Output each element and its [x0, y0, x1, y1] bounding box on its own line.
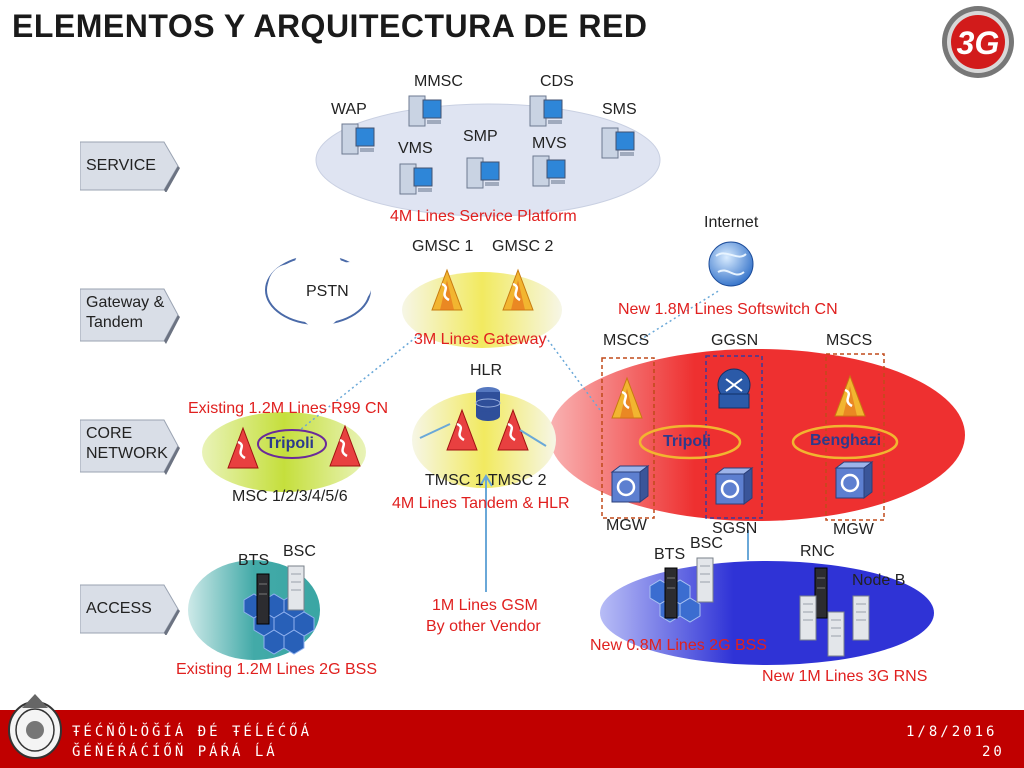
- bsc-right-label: BSC: [690, 535, 723, 552]
- new-bss-caption: New 0.8M Lines 2G BSS: [590, 637, 767, 654]
- bsc-left-label: BSC: [283, 543, 316, 560]
- existing-r99-caption: Existing 1.2M Lines R99 CN: [188, 400, 389, 417]
- benghazi-label: Benghazi: [810, 432, 882, 449]
- existing-bss-caption: Existing 1.2M Lines 2G BSS: [176, 661, 377, 678]
- mgw-left-label: MGW: [606, 517, 647, 534]
- service-layer-label: SERVICE: [80, 140, 180, 192]
- mvs-label: MVS: [532, 135, 567, 152]
- msc-list-label: MSC 1/2/3/4/5/6: [232, 488, 348, 505]
- nodeb-label: Node B: [852, 572, 906, 589]
- new-rns-caption: New 1M Lines 3G RNS: [762, 668, 928, 685]
- footer-bar: [0, 710, 1024, 768]
- wap-label: WAP: [331, 101, 367, 118]
- pstn-label: PSTN: [306, 283, 349, 300]
- access-layer-label: ACCESS: [80, 583, 180, 635]
- tripoli-right-label: Tripoli: [663, 433, 711, 450]
- ggsn-label: GGSN: [711, 332, 759, 349]
- sgsn-label: SGSN: [712, 520, 758, 537]
- gsm-vendor-line2: By other Vendor: [426, 618, 541, 635]
- university-seal-icon: [8, 694, 62, 759]
- footer-date: 1/8/2016: [906, 724, 998, 740]
- bts-left-label: BTS: [238, 552, 270, 569]
- sms-label: SMS: [602, 101, 637, 118]
- gateway-layer-label: Gateway & Tandem: [80, 287, 180, 344]
- footer-line-2: ĞÉŇÉŔÁĆÍŐŇ ΡÁŔÁ ĹÁ: [72, 744, 278, 760]
- hlr-label: HLR: [470, 362, 503, 379]
- mscs-left-label: MSCS: [603, 332, 650, 349]
- footer-line-1: ŦÉĆŇŎĿŎĞÍÁ ĐÉ ŦÉĹÉĆŐÁ: [72, 724, 313, 740]
- mgw-right-label: MGW: [833, 521, 874, 538]
- mscs-right-label: MSCS: [826, 332, 873, 349]
- gateway-caption: 3M Lines Gateway: [414, 331, 547, 348]
- rnc-label: RNC: [800, 543, 835, 560]
- tandem-caption: 4M Lines Tandem & HLR: [392, 495, 570, 512]
- gsm-vendor-line1: 1M Lines GSM: [432, 597, 538, 614]
- gmsc2-label: GMSC 2: [492, 238, 554, 255]
- gmsc1-label: GMSC 1: [412, 238, 474, 255]
- tmsc-label: TMSC 1 TMSC 2: [425, 472, 547, 489]
- cds-label: CDS: [540, 73, 574, 90]
- page-number: 20: [982, 744, 1005, 760]
- softswitch-caption: New 1.8M Lines Softswitch CN: [618, 301, 838, 318]
- 3g-logo: 3G: [942, 6, 1014, 78]
- vms-label: VMS: [398, 140, 433, 157]
- page-title: ELEMENTOS Y ARQUITECTURA DE RED: [12, 8, 648, 44]
- svg-text:3G: 3G: [957, 25, 1000, 61]
- smp-label: SMP: [463, 128, 498, 145]
- core-layer-label: CORE NETWORK: [80, 418, 180, 475]
- tripoli-left-label: Tripoli: [266, 435, 314, 452]
- network-diagram: [188, 95, 965, 665]
- mmsc-label: MMSC: [414, 73, 463, 90]
- internet-label: Internet: [704, 214, 759, 231]
- bts-right-label: BTS: [654, 546, 686, 563]
- service-platform-caption: 4M Lines Service Platform: [390, 208, 577, 225]
